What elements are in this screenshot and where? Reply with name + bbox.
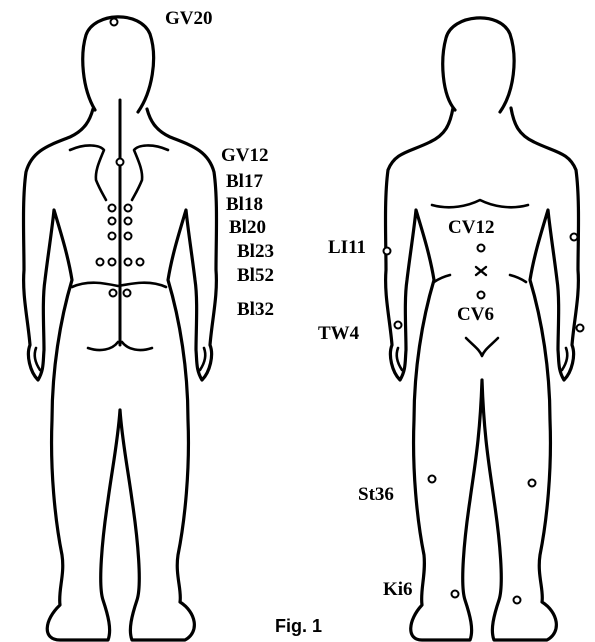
label-bl20: Bl20 — [229, 218, 266, 237]
point-bl18-right — [125, 218, 132, 225]
point-bl20-right — [125, 233, 132, 240]
label-tw4: TW4 — [318, 324, 359, 343]
front-waist-left — [434, 275, 450, 282]
point-bl52-left — [97, 259, 104, 266]
point-cv6 — [478, 292, 485, 299]
point-bl23-right — [125, 259, 132, 266]
point-gv12 — [117, 159, 124, 166]
right-back-hand — [200, 348, 205, 370]
left-front-hand — [397, 348, 402, 370]
point-bl32-left — [110, 290, 117, 297]
label-bl32: Bl32 — [237, 300, 274, 319]
label-cv12: CV12 — [448, 218, 494, 237]
point-bl18-left — [109, 218, 116, 225]
label-gv20: GV20 — [165, 9, 213, 28]
right-front-hand — [562, 348, 567, 370]
label-bl18: Bl18 — [226, 195, 263, 214]
point-bl52-right — [137, 259, 144, 266]
right-scapula — [132, 145, 168, 200]
back-view-figure — [24, 17, 217, 640]
point-bl23-left — [109, 259, 116, 266]
point-bl17-left — [109, 205, 116, 212]
point-li11-left — [384, 248, 391, 255]
label-cv6: CV6 — [457, 305, 494, 324]
left-back-hand — [35, 348, 40, 370]
point-li11-right — [571, 234, 578, 241]
point-bl32-right — [124, 290, 131, 297]
front-waist-right — [510, 275, 526, 282]
front-outline — [386, 108, 579, 640]
label-bl52: Bl52 — [237, 266, 274, 285]
back-head — [83, 17, 154, 112]
point-ki6-right — [514, 597, 521, 604]
left-scapula — [70, 145, 106, 200]
label-bl17: Bl17 — [226, 172, 263, 191]
label-st36: St36 — [358, 485, 394, 504]
left-gluteal-line — [88, 342, 118, 350]
label-li11: LI11 — [328, 238, 366, 257]
label-gv12: GV12 — [221, 146, 269, 165]
right-gluteal-line — [122, 342, 152, 350]
point-bl17-right — [125, 205, 132, 212]
point-ki6-left — [452, 591, 459, 598]
point-tw4-right — [577, 325, 584, 332]
label-ki6: Ki6 — [383, 580, 413, 599]
front-chest-line — [432, 200, 528, 207]
point-gv20 — [111, 19, 118, 26]
front-view-figure — [386, 18, 579, 640]
point-bl20-left — [109, 233, 116, 240]
front-head — [443, 18, 514, 112]
figure-caption: Fig. 1 — [275, 617, 322, 635]
point-tw4-left — [395, 322, 402, 329]
label-bl23: Bl23 — [237, 242, 274, 261]
point-st36-left — [429, 476, 436, 483]
point-st36-right — [529, 480, 536, 487]
navel-marker — [476, 267, 486, 275]
front-groin — [466, 338, 498, 356]
point-cv12 — [478, 245, 485, 252]
